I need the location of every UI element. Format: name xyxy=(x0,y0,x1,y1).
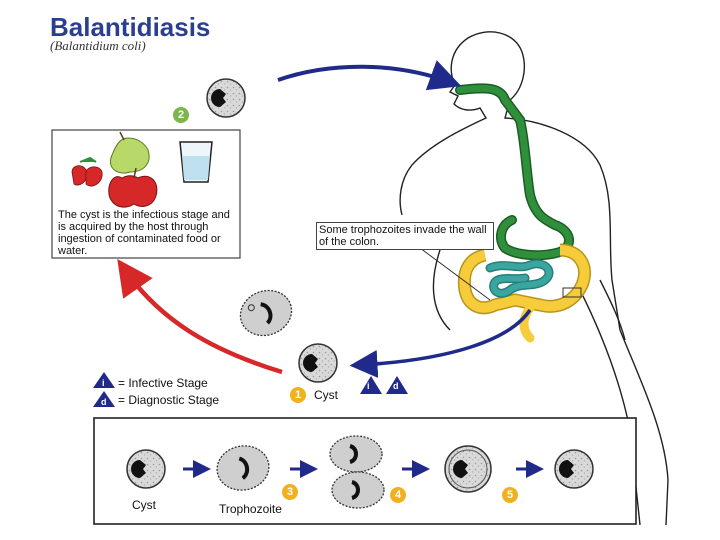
legend-infective-triangle xyxy=(93,372,115,388)
step-badge-2: 2 xyxy=(173,107,189,123)
arrow-to-mouth xyxy=(277,60,462,91)
digestive-tract xyxy=(455,83,591,343)
infective-triangle-marker xyxy=(360,376,382,394)
infective-symbol-marker: i xyxy=(367,381,370,391)
ingestion-caption: The cyst is the infectious stage and is … xyxy=(58,209,230,257)
diagnostic-triangle-marker xyxy=(386,376,408,394)
diagram-title: Balantidiasis xyxy=(50,12,211,42)
legend-infective-label: = Infective Stage xyxy=(118,376,208,390)
ingested-cyst xyxy=(206,78,246,118)
water-glass-icon xyxy=(179,141,213,183)
human-body-outline xyxy=(399,31,669,526)
legend-diagnostic-triangle xyxy=(93,391,115,407)
legend-infective-symbol: i xyxy=(102,378,105,388)
step-badge-5: 5 xyxy=(502,487,518,503)
panel-dividing-trophozoites xyxy=(329,435,385,509)
apple-icon xyxy=(108,167,158,208)
diagram-subtitle: (Balantidium coli) xyxy=(50,38,146,53)
pear-icon xyxy=(110,131,150,174)
invasion-caption: Some trophozoites invade the wall of the… xyxy=(316,222,494,250)
panel-mature-cyst xyxy=(554,449,594,489)
trophozoite-upper xyxy=(239,289,293,337)
arrow-to-environment xyxy=(117,258,283,375)
strawberry-icon xyxy=(71,156,103,187)
step-badge-4: 4 xyxy=(390,487,406,503)
excreted-cyst xyxy=(298,343,338,383)
arrow-from-colon xyxy=(349,309,532,379)
panel-trophozoite-label: Trophozoite xyxy=(219,502,282,516)
cyst-label: Cyst xyxy=(314,388,338,402)
panel-encysting-cyst xyxy=(444,445,492,493)
legend-diagnostic-symbol: d xyxy=(101,397,107,407)
invasion-pointer xyxy=(419,247,491,301)
panel-cyst-label: Cyst xyxy=(132,498,156,512)
step-badge-3: 3 xyxy=(282,484,298,500)
step-badge-1: 1 xyxy=(290,387,306,403)
panel-cyst xyxy=(126,449,166,489)
legend-diagnostic-label: = Diagnostic Stage xyxy=(118,393,220,407)
diagnostic-symbol-marker: d xyxy=(393,381,399,391)
